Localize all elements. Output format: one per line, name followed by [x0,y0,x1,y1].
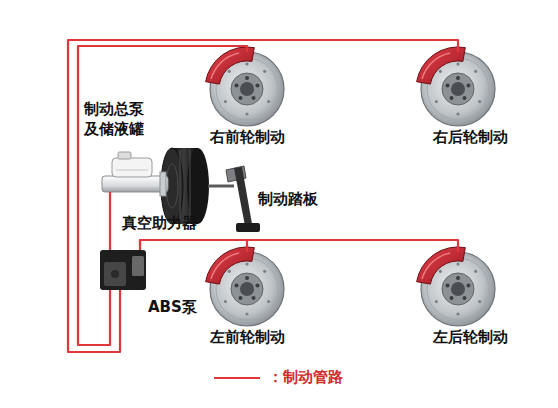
wheel-brake-box: 左后轮制动 [420,252,523,350]
pipe-stub [109,246,111,250]
fluid-reservoir [112,158,152,177]
right-front-disc [206,47,284,126]
cylinder-body [102,176,168,192]
abs-motor [104,262,126,286]
pedal-arm [234,167,252,226]
master-cylinder [102,152,168,196]
booster-ridge [180,150,181,222]
legend-swatch [212,368,262,388]
part-label: 制动总泵 及储液罐 [84,100,150,139]
pipe-stub [109,192,111,198]
legend-line [214,377,260,379]
legend-row: ：制动管路 [212,368,343,388]
left-front-disc [206,247,284,326]
push-rod [208,185,234,188]
abs-block [100,250,146,290]
wheel-brake-box: 右后轮制动 [420,52,523,150]
master-cylinder-box: 制动总泵 及储液罐 [82,98,154,198]
legend-text: ：制动管路 [268,368,343,388]
left-rear-disc [417,247,495,326]
part-label: 左前轮制动 [200,328,295,348]
pipe-stubs [110,192,140,320]
abs-pump [100,250,146,290]
brake-pipe [140,240,247,252]
brake-pipe [140,240,458,252]
reservoir-cap [118,152,131,159]
brake-pipe [78,46,247,345]
legend: ：制动管路 [212,368,343,390]
pipe-stub [139,246,141,250]
reservoir-mark [116,170,148,171]
pedal-box: 制动踏板 [238,160,335,236]
abs-motor-cap [111,270,119,278]
wheel-brake-box: 右前轮制动 [200,52,298,150]
part-label: 右前轮制动 [200,128,295,148]
pipe-stub [119,290,121,320]
wheel-brake-box: 左前轮制动 [200,252,298,350]
abs-connector [132,256,144,276]
cylinder-flange [160,172,166,196]
booster-ridge [190,149,191,223]
part-label: 右后轮制动 [420,128,520,148]
right-rear-disc [417,47,495,126]
brake-pipe [68,40,458,352]
pipe-stub [109,290,111,320]
part-label: 左后轮制动 [420,328,520,348]
part-label: ABS泵 [148,298,206,318]
brake-pedal [208,166,260,232]
pedal-pad [236,223,260,232]
part-label: 制动踏板 [258,190,332,210]
booster-back [187,148,209,224]
booster-box: 真空助力器 [118,148,222,238]
brake-pipe [109,198,111,246]
abs-pump-box: ABS泵 [96,246,209,320]
booster-front [161,148,183,224]
part-label: 真空助力器 [122,214,218,234]
